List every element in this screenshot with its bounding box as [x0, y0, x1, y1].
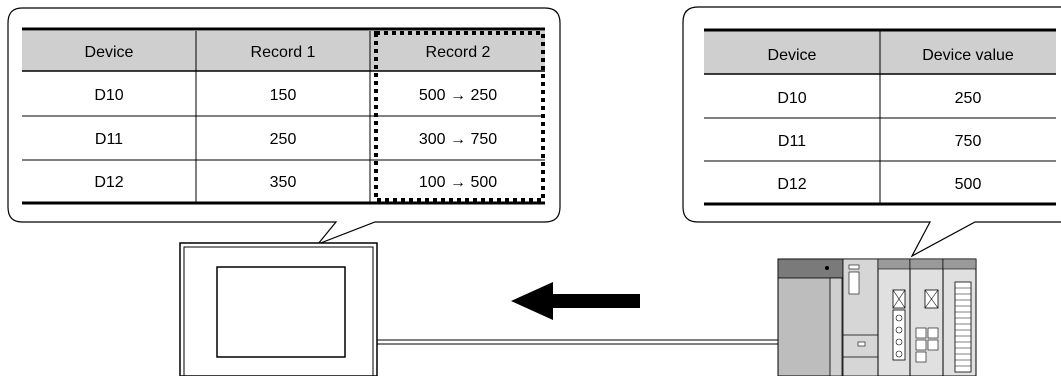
- left-cell: 300 → 750: [419, 131, 497, 148]
- left-cell: D10: [94, 87, 123, 104]
- touch-panel-icon: [179, 242, 378, 376]
- left-table-header-bg: [22, 31, 545, 71]
- right-cell: D10: [777, 90, 806, 107]
- right-header-device: Device: [768, 47, 817, 64]
- plc-rack-icon: [777, 258, 977, 376]
- right-cell: D12: [777, 176, 806, 193]
- touch-panel-screen: [216, 266, 346, 358]
- plc-io-module: [909, 258, 944, 376]
- left-cell: 100 → 500: [419, 174, 497, 191]
- right-cell: 500: [955, 176, 982, 193]
- left-cell: D11: [95, 131, 123, 148]
- left-header-device: Device: [85, 44, 134, 61]
- right-cell: 750: [955, 133, 982, 150]
- left-header-record-2: Record 2: [426, 44, 491, 61]
- left-header-record-1: Record 1: [251, 44, 316, 61]
- right-cell: D11: [778, 133, 806, 150]
- left-cell: 150: [270, 87, 297, 104]
- left-cell: 350: [270, 174, 297, 191]
- left-table: Device Record 1 Record 2 D10 150 500 → 2…: [22, 27, 545, 205]
- left-cell: D12: [94, 174, 123, 191]
- left-arrow-icon: [511, 282, 640, 320]
- connection-cable: [377, 339, 778, 345]
- right-header-device-value: Device value: [922, 47, 1014, 64]
- left-cell: 250: [270, 131, 297, 148]
- right-table: Device Device value D10 250 D11 750 D12 …: [704, 28, 1056, 206]
- record-2-highlight-box: [374, 31, 545, 202]
- right-cell: 250: [955, 90, 982, 107]
- left-cell: 500 → 250: [419, 87, 497, 104]
